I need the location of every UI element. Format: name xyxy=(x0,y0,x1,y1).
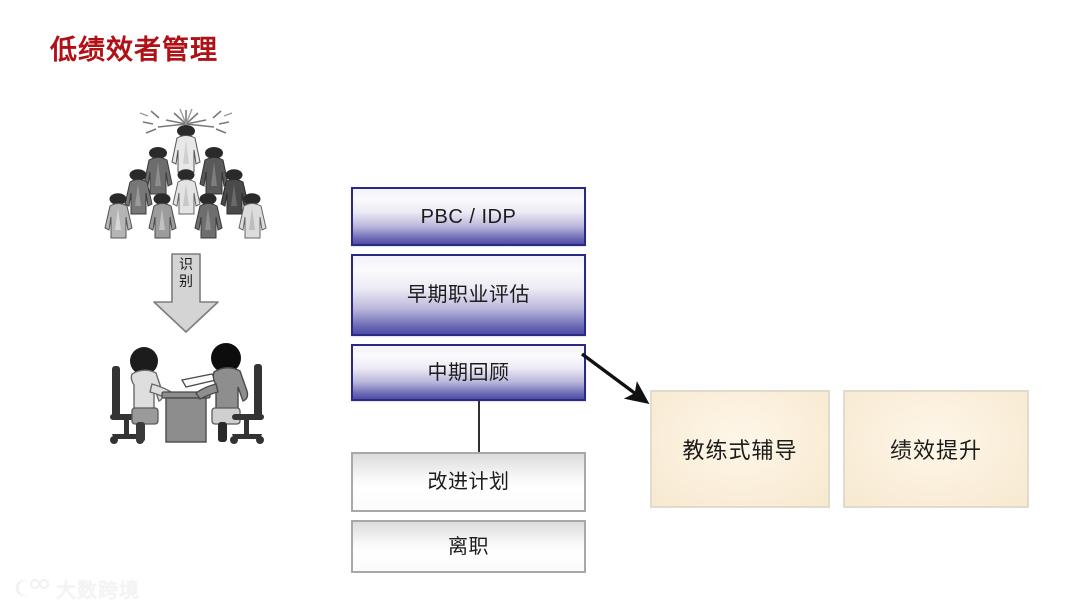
process-step-label: 离职 xyxy=(448,535,489,558)
process-step-early-career-assessment[interactable]: 早期职业评估 xyxy=(351,254,586,336)
page-title: 低绩效者管理 xyxy=(50,35,218,65)
person-figure xyxy=(194,193,223,239)
chair-left xyxy=(110,366,144,444)
person-figure xyxy=(104,193,133,239)
person-figure xyxy=(238,193,267,239)
person-left xyxy=(130,347,175,442)
process-step-label: 改进计划 xyxy=(427,471,510,493)
person-figure xyxy=(124,169,153,215)
starburst-icon xyxy=(142,110,230,134)
person-figure xyxy=(220,169,249,215)
outcome-box-label: 教练式辅导 xyxy=(682,438,798,463)
person-figure xyxy=(148,193,177,239)
chair-right xyxy=(230,364,264,444)
person-right xyxy=(195,343,249,442)
org-pyramid-illustration xyxy=(96,96,276,242)
process-step-exit[interactable]: 离职 xyxy=(351,520,586,573)
outcome-box-label: 绩效提升 xyxy=(889,438,982,463)
person-figure xyxy=(172,169,201,215)
process-step-midterm-review[interactable]: 中期回顾 xyxy=(351,344,586,401)
down-arrow-shape xyxy=(153,253,219,333)
one-on-one-meeting-illustration xyxy=(96,336,276,460)
watermark-text: 大数跨境 xyxy=(56,579,140,602)
watermark: 大数跨境 xyxy=(14,574,140,602)
identify-label-line2: 别 xyxy=(179,273,193,289)
identify-down-arrow: 识 别 xyxy=(148,252,224,334)
identify-arrow-label: 识 别 xyxy=(148,256,224,290)
process-step-label: PBC / IDP xyxy=(420,205,517,228)
connector-midterm-to-improvement xyxy=(478,401,480,452)
person-figure xyxy=(199,147,229,195)
process-step-label: 早期职业评估 xyxy=(407,284,530,306)
outcome-box-coaching[interactable]: 教练式辅导 xyxy=(650,390,830,508)
meeting-table xyxy=(161,391,211,443)
person-figure xyxy=(143,147,173,195)
process-step-pbc-idp[interactable]: PBC / IDP xyxy=(351,187,586,246)
person-figure xyxy=(171,125,201,173)
process-step-label: 中期回顾 xyxy=(427,361,510,384)
identify-label-line1: 识 xyxy=(179,256,193,272)
outcome-box-performance-uplift[interactable]: 绩效提升 xyxy=(843,390,1029,508)
arrow-line xyxy=(580,352,650,405)
process-step-improvement-plan[interactable]: 改进计划 xyxy=(351,452,586,512)
brand-logo-icon xyxy=(15,578,50,596)
